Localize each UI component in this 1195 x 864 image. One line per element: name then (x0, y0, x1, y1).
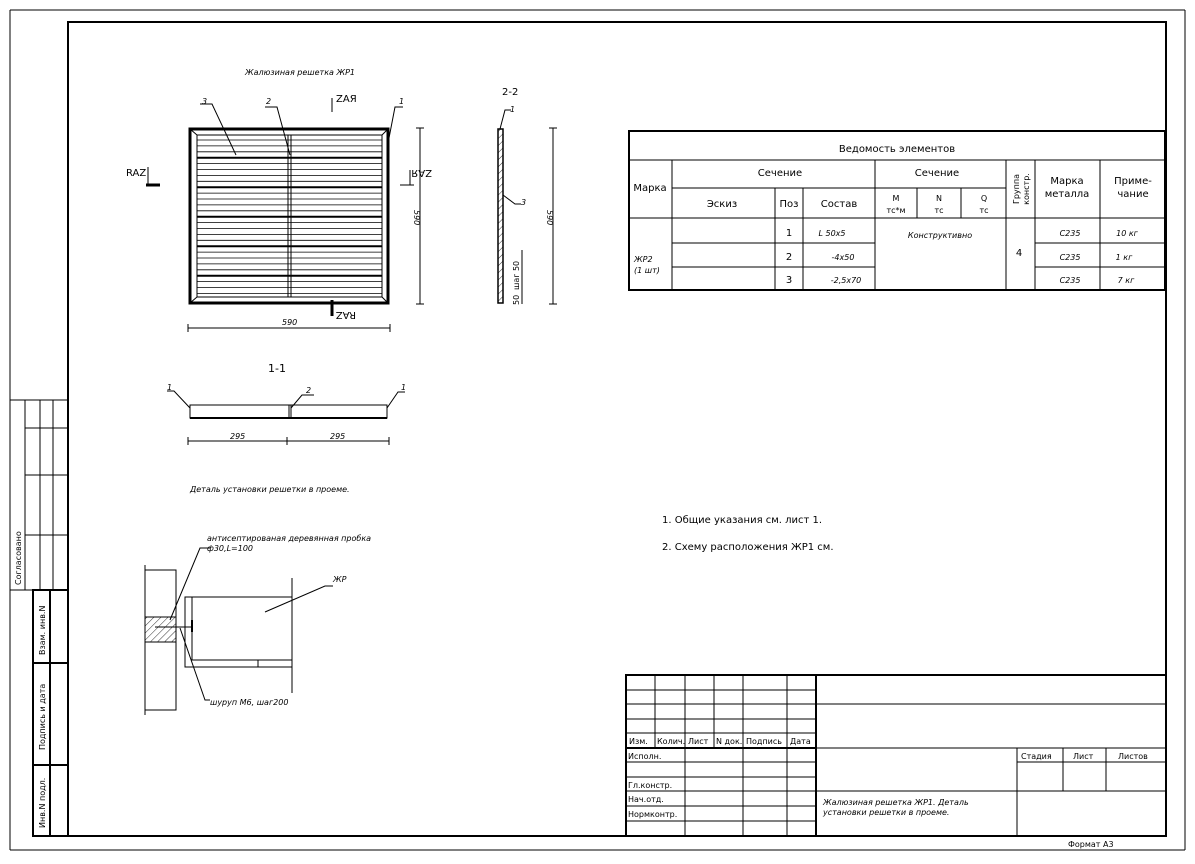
row-pos: 2 (786, 252, 792, 263)
header-metal1: Марка (1050, 176, 1083, 187)
screw-label: шуруп М6, шаг200 (210, 698, 288, 707)
section-11-title: 1-1 (268, 362, 286, 375)
section-22-step: шаг 50 (512, 261, 521, 290)
callout-1: 1 (510, 105, 515, 114)
grille-plan-view: Жалюзиная решетка ЖР1 3 2 1 RAZ ZAЯ ZAЯ … (126, 68, 432, 332)
role-glkonstr: Гл.констр. (628, 781, 672, 790)
section-mark-right: ZAЯ (411, 167, 432, 178)
note-2: 2. Схему расположения ЖР1 см. (662, 542, 834, 553)
plug-label: антисептированая деревянная пробка (207, 534, 371, 543)
section-mark-top: ZAЯ (336, 94, 357, 105)
table-row: 1 L 50x5 С235 10 кг (786, 228, 1139, 239)
plan-dim-width: 590 (282, 318, 297, 327)
callout-1: 1 (399, 97, 404, 106)
jr-label: ЖР (332, 575, 347, 584)
header-group1: Группа (1012, 174, 1021, 204)
drawing-title-1: Жалюзиная решетка ЖР1. Деталь (822, 798, 969, 807)
note-1: 1. Общие указания см. лист 1. (662, 515, 822, 526)
row-note: 10 кг (1116, 229, 1139, 238)
side-stamp: Согласовано Взам. инв.N Подпись и дата И… (9, 399, 69, 837)
section-2-2: 2-2 1 3 590 шаг 50 50 (497, 87, 557, 305)
row-composition: -4x50 (832, 253, 855, 262)
header-metal2: металла (1045, 189, 1090, 200)
plan-dim-height: 590 (412, 210, 421, 225)
section-22-title: 2-2 (502, 87, 518, 98)
dim-right: 295 (330, 432, 345, 441)
header-section1: Сечение (758, 168, 802, 179)
mark-value: ЖР2 (633, 255, 653, 264)
dim-left: 295 (230, 432, 245, 441)
elements-table: Ведомость элементов Марка Сечение Эскиз … (628, 130, 1166, 291)
header-note1: Приме- (1114, 176, 1152, 187)
role-normkontr: Нормконтр. (628, 810, 677, 819)
header-sketch: Эскиз (707, 199, 737, 210)
row-pos: 3 (786, 275, 792, 286)
row-composition: L 50x5 (818, 229, 845, 238)
header-composition: Состав (821, 199, 858, 210)
header-m: М (893, 194, 900, 203)
stage-label: Стадия (1021, 752, 1052, 761)
grille-slats (197, 139, 382, 294)
header-note2: чание (1117, 189, 1148, 200)
sign-date-label: Подпись и дата (38, 684, 47, 750)
callout-2: 2 (306, 386, 311, 395)
sheet-frame (9, 9, 1186, 851)
general-notes: 1. Общие указания см. лист 1. 2. Схему р… (662, 515, 834, 553)
header-pos: Поз (780, 199, 799, 210)
header-section2: Сечение (915, 168, 959, 179)
col-date: Дата (790, 737, 811, 746)
col-kol: Колич. (657, 737, 685, 746)
callout-2: 2 (266, 97, 271, 106)
header-mark: Марка (633, 183, 666, 194)
sheet-label: Лист (1073, 752, 1094, 761)
callout-3: 3 (521, 198, 526, 207)
section-22-bottom: 50 (512, 295, 521, 305)
col-sign: Подпись (746, 737, 782, 746)
row-metal: С235 (1060, 253, 1081, 262)
header-m-unit: тс*м (886, 206, 905, 215)
format-label: Формат А3 (1068, 840, 1114, 849)
sheets-label: Листов (1118, 752, 1148, 761)
section-mark-bottom: RAZ (336, 309, 356, 320)
callout-1-left: 1 (167, 383, 172, 392)
table-row: 3 -2,5x70 С235 7 кг (786, 275, 1135, 286)
header-n: N (936, 194, 942, 203)
section-mark-left: RAZ (126, 168, 146, 179)
table-title: Ведомость элементов (839, 144, 955, 155)
role-ispoln: Исполн. (628, 752, 661, 761)
col-izm: Изм. (629, 737, 648, 746)
row-composition: -2,5x70 (831, 276, 862, 285)
col-ndok: N док. (716, 737, 742, 746)
row-metal: С235 (1060, 229, 1081, 238)
agreed-label: Согласовано (14, 531, 23, 585)
drawing-title-2: установки решетки в проеме. (822, 808, 949, 817)
section-1-1: 1-1 1 2 1 295 295 (167, 362, 406, 445)
mark-qty: (1 шт) (634, 266, 660, 275)
col-list: Лист (688, 737, 709, 746)
header-q-unit: тс (979, 206, 988, 215)
callout-1-right: 1 (401, 383, 406, 392)
installation-detail: Деталь установки решетки в проеме. антис… (144, 485, 371, 715)
detail-title: Деталь установки решетки в проеме. (189, 485, 350, 494)
inv-replace-label: Взам. инв.N (38, 606, 47, 655)
role-nachotd: Нач.отд. (628, 795, 664, 804)
section-22-dim: 590 (545, 210, 554, 225)
table-row: 2 -4x50 С235 1 кг (786, 252, 1133, 263)
title-block: Изм. Колич. Лист N док. Подпись Дата Исп… (625, 674, 1167, 837)
header-q: Q (981, 194, 987, 203)
row-note: 1 кг (1116, 253, 1133, 262)
row-note: 7 кг (1118, 276, 1135, 285)
plan-title: Жалюзиная решетка ЖР1 (244, 68, 355, 77)
row-pos: 1 (786, 228, 792, 239)
callout-3: 3 (202, 97, 207, 106)
group-value: 4 (1016, 248, 1022, 259)
header-group2: констр. (1022, 173, 1031, 205)
plug-size: ф30,L=100 (207, 544, 253, 553)
row-metal: С235 (1060, 276, 1081, 285)
inv-orig-label: Инв.N подл. (38, 778, 47, 828)
forces-value: Конструктивно (908, 231, 972, 240)
header-n-unit: тс (934, 206, 943, 215)
